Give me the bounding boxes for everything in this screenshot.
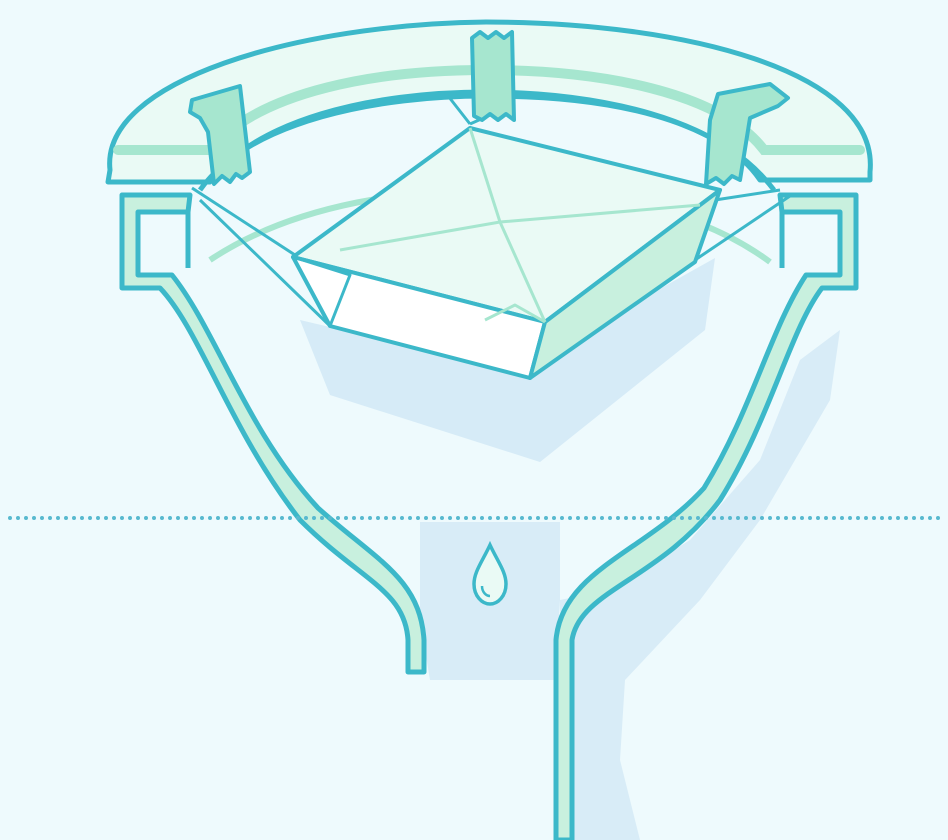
tape-center	[472, 32, 514, 120]
